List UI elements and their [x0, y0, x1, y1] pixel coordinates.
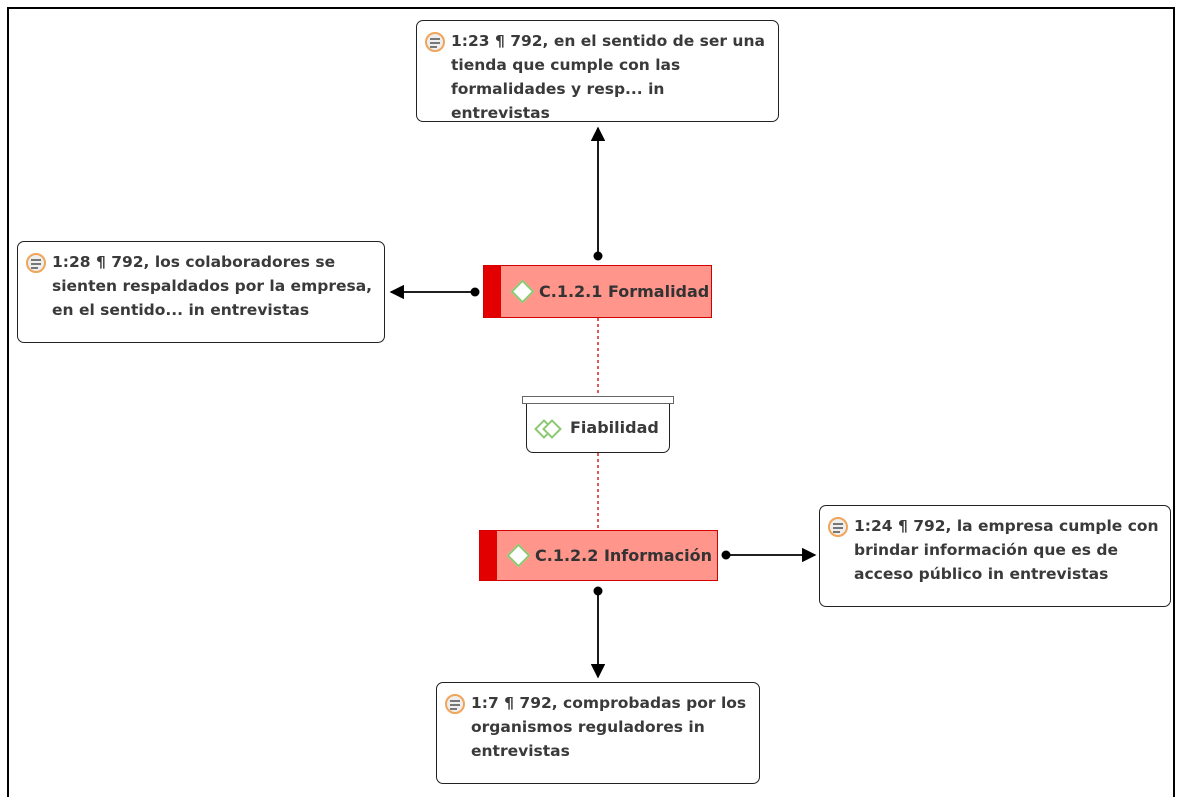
link-origin-dot	[593, 586, 603, 596]
quotation-text: 1:24 ¶ 792, la empresa cumple con brinda…	[854, 517, 1159, 583]
link-origin-dot	[470, 287, 480, 297]
quotation-node-1-7[interactable]: 1:7 ¶ 792, comprobadas por los organismo…	[436, 682, 760, 784]
code-label: C.1.2.2 Información	[535, 546, 712, 565]
code-color-bar	[484, 266, 501, 317]
code-icon	[506, 543, 531, 568]
code-node-formalidad[interactable]: C.1.2.1 Formalidad	[483, 265, 712, 318]
code-color-bar	[480, 531, 497, 580]
code-group-node-fiabilidad[interactable]: Fiabilidad	[522, 396, 674, 453]
quotation-icon	[445, 694, 465, 714]
quotation-icon	[828, 517, 848, 537]
quotation-node-1-24[interactable]: 1:24 ¶ 792, la empresa cumple con brinda…	[819, 505, 1171, 607]
code-label: C.1.2.1 Formalidad	[539, 282, 710, 301]
quotation-text: 1:23 ¶ 792, en el sentido de ser una tie…	[451, 32, 765, 122]
link-origin-dot	[721, 550, 731, 560]
quotation-text: 1:7 ¶ 792, comprobadas por los organismo…	[471, 694, 747, 760]
quotation-node-1-28[interactable]: 1:28 ¶ 792, los colaboradores se sienten…	[17, 241, 385, 343]
quotation-icon	[26, 253, 46, 273]
group-tab	[522, 396, 674, 404]
code-icon	[510, 279, 535, 304]
canvas-frame	[7, 7, 1175, 797]
link-origin-dot	[593, 251, 603, 261]
group-label: Fiabilidad	[570, 418, 659, 437]
code-group-icon	[534, 418, 562, 439]
code-node-informacion[interactable]: C.1.2.2 Información	[479, 530, 718, 581]
quotation-icon	[425, 32, 445, 52]
quotation-node-1-23[interactable]: 1:23 ¶ 792, en el sentido de ser una tie…	[416, 20, 779, 122]
quotation-text: 1:28 ¶ 792, los colaboradores se sienten…	[52, 253, 373, 319]
